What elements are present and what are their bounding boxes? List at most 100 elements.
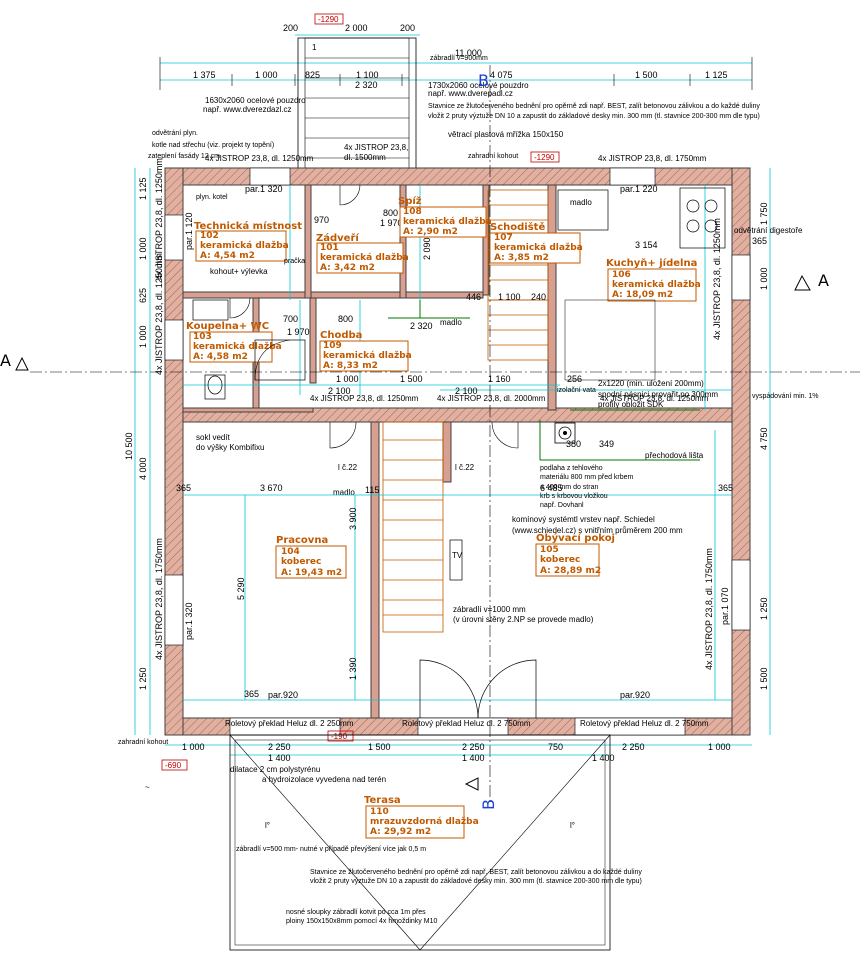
- dim-bot-6: 2 250: [622, 742, 645, 752]
- dim-2320: 2 320: [355, 80, 378, 90]
- note-sokl2: do výšky Kombifixu: [196, 443, 264, 452]
- dim-top-3: 825: [305, 70, 320, 80]
- note-odvetrani: odvětrání digestoře: [734, 226, 803, 235]
- room-name: Chodba: [320, 330, 362, 341]
- svg-text:115: 115: [365, 485, 379, 495]
- room-area: A: 4,58 m2: [193, 352, 248, 362]
- note-podlaha4: krb s krbovou vložkou: [540, 493, 608, 500]
- dim-top-4: 1 100: [356, 70, 379, 80]
- note-jist1: 4x JISTROP 23,8, dl. 1250mm: [205, 154, 314, 163]
- note-spodni: spodní pásnici provařit po 300mm: [598, 390, 718, 399]
- svg-text:par.1 220: par.1 220: [620, 184, 658, 194]
- svg-text:4x JISTROP 23,8, dl. 1250mm: 4x JISTROP 23,8, dl. 1250mm: [712, 218, 722, 340]
- room-name: Kuchyň+ jídelna: [606, 257, 697, 269]
- red-mark-left: -690: [165, 761, 182, 770]
- dim-left-4: 1 000: [138, 325, 148, 348]
- note-profil: profily obložit SDK: [598, 400, 664, 409]
- note-railing-top: zábradlí v=900mm: [430, 55, 488, 62]
- room-finish: koberec: [540, 555, 580, 565]
- room-number: 105: [540, 545, 559, 555]
- note-podlaha2: materiálu 800 mm před krbem: [540, 474, 634, 481]
- room-number: 107: [494, 233, 513, 243]
- room-number: 101: [320, 243, 339, 253]
- svg-text:1: 1: [312, 43, 317, 52]
- top-dimensions: 11 000 1 375 1 000 825 1 100 4 075 1 500…: [159, 13, 753, 90]
- room-area: A: 2,90 m2: [403, 227, 458, 237]
- svg-text:2 320: 2 320: [410, 321, 433, 331]
- svg-text:3 900: 3 900: [348, 507, 358, 530]
- svg-text:par.1 070: par.1 070: [720, 587, 730, 625]
- room-name: Technická místnost: [194, 220, 302, 232]
- section-a-left: A: [0, 351, 11, 370]
- room-name: Obývací pokoj: [536, 532, 615, 544]
- section-a-right: A: [818, 271, 829, 290]
- leader-lines: [388, 300, 700, 461]
- svg-text:365: 365: [752, 236, 767, 246]
- note-jist6: 2x1220 (min. uložení 200mm): [598, 379, 704, 388]
- note-jist5: 4x JISTROP 23,8, dl. 2000mm: [437, 394, 546, 403]
- note-zahradni-bot: zahradní kohout: [118, 739, 168, 746]
- room-label-105: Obývací pokoj 105 koberec A: 28,89 m2: [535, 532, 615, 577]
- svg-text:240: 240: [531, 292, 546, 302]
- outer-walls: [164, 167, 751, 736]
- dim-top-5: 4 075: [490, 70, 513, 80]
- svg-text:l°: l°: [570, 821, 575, 830]
- note-jist4: 4x JISTROP 23,8, dl. 1250mm: [600, 394, 709, 403]
- svg-text:par.1 320: par.1 320: [245, 184, 283, 194]
- note-zabradli-int: zábradlí v=1000 mm: [453, 605, 526, 614]
- note-stav-bot2: vložit 2 pruty výztuže DN 10 a zapustit …: [310, 878, 642, 885]
- svg-text:par.920: par.920: [620, 690, 650, 700]
- room-label-104: Pracovna 104 koberec A: 19,43 m2: [275, 535, 347, 579]
- red-mark-bot: -190: [331, 732, 348, 741]
- dim-left-2: 1 000: [138, 237, 148, 260]
- svg-text:2 090: 2 090: [422, 237, 432, 260]
- svg-text:1 970: 1 970: [380, 218, 403, 228]
- svg-text:6 485: 6 485: [540, 483, 563, 493]
- room-name: Koupelna+ WC: [186, 321, 269, 332]
- room-finish: koberec: [281, 557, 321, 567]
- dim-total-width: 11 000: [455, 48, 482, 58]
- note-prechod: přechodová lišta: [645, 451, 704, 460]
- dim-stairs-right: 200: [400, 23, 415, 33]
- interior-dim-lines: 3 670 6 485 365 365 1 000 1 500 2 100 2 …: [176, 184, 733, 701]
- note-door1: 1630x2060 ocelové pouzdro: [205, 96, 306, 105]
- terrace-finish: mrazuvzdorná dlažba: [370, 817, 479, 827]
- dim-bot-7: 1 000: [708, 742, 731, 752]
- madlo-label-2: madlo: [440, 318, 462, 327]
- note-dilatace: dilatace 2 cm polystyrénu: [230, 765, 320, 774]
- svg-text:1 160: 1 160: [488, 374, 511, 384]
- room-finish: keramická dlažba: [612, 280, 701, 290]
- room-number: 108: [403, 207, 422, 217]
- dim-right-4: 1 250: [759, 597, 769, 620]
- room-finish: keramická dlažba: [320, 253, 409, 263]
- room-number: 103: [193, 332, 212, 342]
- svg-text:365: 365: [718, 483, 733, 493]
- room-name: Spíž: [398, 195, 422, 207]
- note-zabradli-ter: zábradlí v=500 mm- nutné v případě převý…: [236, 846, 426, 853]
- room-finish: keramická dlažba: [193, 342, 282, 352]
- interior-notes: kohout+ výlevka pračka plyn. kotel sokl …: [196, 194, 718, 624]
- dim-bot2-2: 1 400: [462, 753, 485, 763]
- svg-text:4x JISTROP 23,8, dl. 1250mm: 4x JISTROP 23,8, dl. 1250mm: [154, 253, 164, 375]
- doors: [229, 184, 537, 719]
- svg-text:256: 256: [567, 374, 582, 384]
- room-finish: keramická dlažba: [323, 351, 412, 361]
- room-number: 106: [612, 270, 631, 280]
- note-roletovy3: Roletový překlad Heluz dl. 2 750mm: [580, 719, 709, 728]
- note-facade: zateplení fasády 12 cm: [148, 153, 220, 160]
- madlo-label: madlo: [333, 488, 355, 497]
- dim-bot-5: 750: [548, 742, 563, 752]
- note-jist3: 4x JISTROP 23,8, dl. 1750mm: [598, 154, 707, 163]
- dim-left-6: 1 250: [138, 667, 148, 690]
- svg-text:~: ~: [145, 783, 150, 792]
- svg-text:365: 365: [244, 689, 259, 699]
- note-stairs-top1: Stavnice ze žlutočerveného bednění pro o…: [428, 103, 760, 110]
- note-roletovy1: Roletový překlad Heluz dl. 2 250mm: [225, 719, 354, 728]
- svg-text:349: 349: [599, 439, 614, 449]
- room-finish: keramická dlažba: [403, 217, 492, 227]
- section-lines: A A B: [0, 65, 860, 810]
- room-area: A: 19,43 m2: [281, 568, 342, 578]
- terrace-name: Terasa: [364, 795, 401, 806]
- note-stav-bot1: Stavnice ze žlutočerveného bednění pro o…: [310, 869, 642, 876]
- note-kominovy2: (www.schiedel.cz) s vnitřním průměrem 20…: [512, 526, 683, 535]
